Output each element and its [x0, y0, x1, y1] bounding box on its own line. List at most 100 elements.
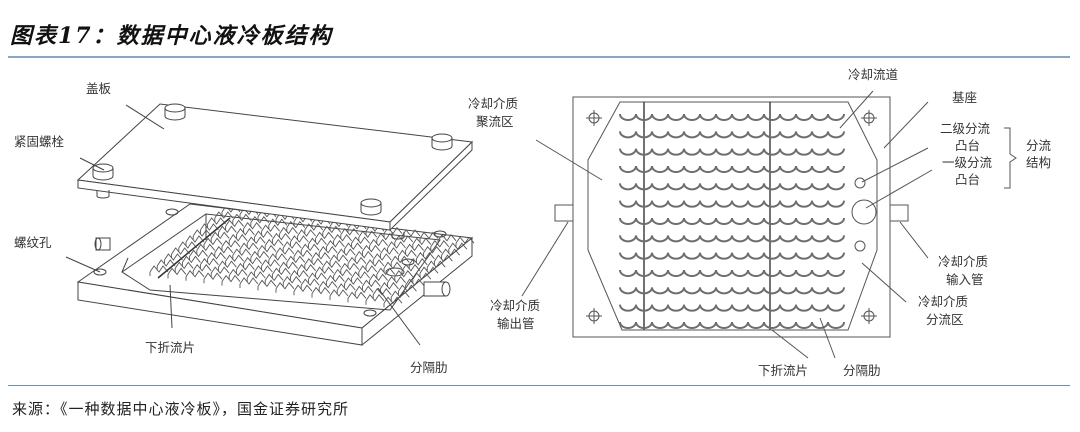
leader-line — [771, 329, 809, 359]
folded-fin — [181, 255, 201, 267]
leader-line — [839, 90, 874, 129]
folded-fin — [174, 261, 194, 273]
folded-fin — [369, 273, 388, 285]
folded-fin — [340, 262, 360, 274]
folded-fin — [376, 267, 396, 279]
folded-fin — [167, 267, 187, 279]
leader-line — [865, 169, 933, 209]
diverter-bracket — [1004, 127, 1017, 189]
folded-fin — [387, 241, 406, 252]
cooling-channel-waves — [619, 113, 845, 329]
fastening-bolt — [164, 103, 186, 121]
folded-fin — [347, 256, 367, 268]
folded-fin — [343, 277, 363, 288]
folded-fin — [318, 280, 338, 292]
folded-fin — [365, 259, 385, 270]
folded-fin — [315, 266, 334, 278]
folded-fin — [271, 267, 291, 279]
wave-channel-row — [619, 217, 845, 225]
folded-fin — [297, 264, 316, 275]
mount-hole-marker — [861, 110, 877, 126]
folded-fin — [437, 234, 457, 245]
folded-fin — [448, 242, 468, 254]
folded-fin — [387, 276, 406, 287]
folded-fin — [156, 259, 176, 270]
folded-fin — [372, 288, 392, 299]
folded-fin — [239, 242, 259, 254]
label-outlet-pipe-2: 输出管 — [497, 316, 535, 331]
folded-fin — [214, 211, 234, 222]
folded-fin — [354, 250, 374, 262]
folded-fin — [441, 248, 460, 260]
wave-channel-row — [619, 252, 845, 260]
folded-fin — [369, 238, 388, 250]
folded-fin — [333, 234, 352, 245]
folded-fin — [336, 248, 356, 260]
folded-fin — [354, 285, 374, 297]
folded-fin — [365, 294, 385, 305]
folded-fin — [203, 272, 223, 284]
left-diagram-labels: 盖板 紧固螺栓 螺纹孔 下折流片 分隔肋 — [14, 81, 448, 375]
folded-fin — [232, 213, 252, 225]
folded-fin — [325, 274, 345, 286]
leader-line — [169, 284, 173, 329]
leader-line — [521, 221, 569, 297]
folded-fin — [271, 232, 291, 244]
figure-title: 图表17：数据中心液冷板结构 — [10, 23, 333, 49]
folded-fin — [192, 264, 212, 275]
label-primary-boss-1: 一级分流 — [942, 155, 993, 170]
folded-fin — [185, 235, 205, 246]
folded-fin — [379, 247, 399, 258]
label-diverter-zone-2: 分流区 — [926, 312, 964, 327]
folded-fin — [253, 230, 273, 242]
folded-fin — [394, 270, 414, 281]
folded-fin — [304, 223, 324, 234]
folded-fin — [210, 266, 230, 278]
screw-hole — [363, 309, 377, 317]
folded-fin — [196, 243, 216, 255]
folded-fin — [235, 262, 255, 274]
label-base: 基座 — [952, 90, 977, 105]
folded-fin — [412, 272, 432, 284]
leader-line — [819, 317, 836, 359]
folded-fin — [203, 237, 223, 249]
secondary-diverter-boss — [854, 240, 866, 252]
folded-fin — [192, 229, 212, 240]
label-diverter-structure-1: 分流 — [1026, 138, 1052, 153]
leader-line — [125, 104, 165, 130]
folded-fin — [282, 276, 302, 287]
leader-line — [861, 147, 929, 183]
folded-fin — [199, 223, 219, 234]
folded-fin — [228, 268, 248, 280]
label-fastening-bolt: 紧固螺栓 — [14, 134, 65, 149]
folded-fin — [315, 231, 334, 243]
leader-line — [79, 157, 105, 171]
leader-line — [861, 262, 907, 303]
folded-fin — [217, 225, 237, 237]
folded-fin — [163, 253, 183, 264]
folded-fin — [289, 235, 309, 246]
right-diagram-labels: 冷却流道 冷却介质 聚流区 基座 二级分流 凸台 一级分流 凸台 分流 结构 冷… — [468, 67, 1052, 378]
primary-diverter-boss — [851, 199, 877, 225]
folded-fin — [322, 225, 342, 237]
wave-channel-row — [619, 113, 845, 121]
folded-fin — [275, 282, 295, 293]
folded-fin — [397, 249, 417, 261]
folded-fin — [415, 252, 435, 263]
wave-channel-row — [619, 183, 845, 191]
folded-fin — [351, 271, 370, 282]
label-diverter-structure-2: 结构 — [1026, 155, 1051, 170]
label-screw-hole: 螺纹孔 — [14, 235, 52, 250]
folded-fin — [261, 259, 280, 270]
mount-hole-marker — [861, 308, 877, 324]
folded-fin — [289, 270, 309, 281]
folded-fin — [361, 279, 381, 291]
folded-fin — [149, 265, 169, 276]
fastening-bolt — [431, 133, 453, 151]
label-folded-fin-right: 下折流片 — [758, 363, 808, 378]
folded-fin — [286, 255, 306, 267]
screw-hole — [165, 208, 179, 216]
folded-fin — [221, 240, 241, 251]
label-outlet-pipe-1: 冷却介质 — [490, 298, 540, 313]
